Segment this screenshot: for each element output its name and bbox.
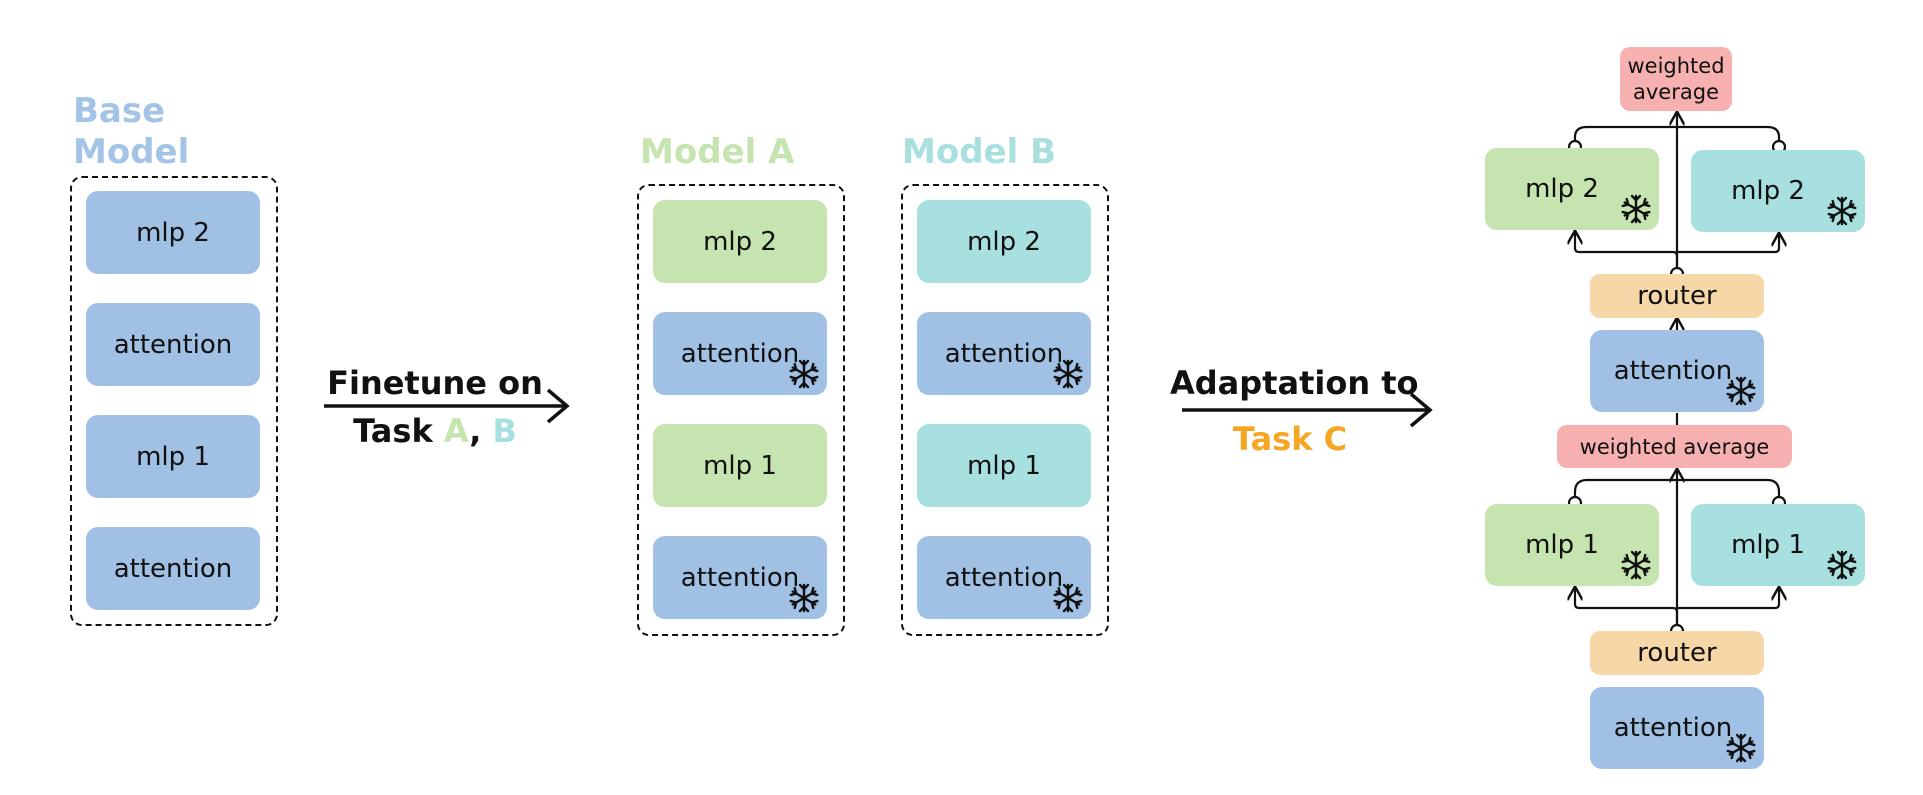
model-b-attention-bottom: attention [917, 536, 1091, 619]
weighted-average-label: weighted average [1627, 54, 1725, 104]
model-a-attention-bottom: attention [653, 536, 827, 619]
layer-label: mlp 2 [967, 226, 1041, 257]
model-a-title: Model A [640, 132, 795, 172]
router-bottom-to-mlp1-a [1575, 588, 1679, 626]
model-b-title: Model B [902, 132, 1056, 172]
weighted-average-mid: weighted average [1557, 425, 1792, 468]
model-a-mlp1: mlp 1 [653, 424, 827, 507]
layer-label: mlp 2 [1525, 174, 1599, 204]
layer-label: attention [944, 338, 1064, 369]
adaptation-label-task-c: Task C [1232, 420, 1348, 458]
layer-label: attention [680, 338, 800, 369]
base-layer-label: mlp 2 [136, 217, 210, 248]
task-a-letter: A [443, 412, 470, 450]
base-layer-mlp1: mlp 1 [86, 415, 260, 498]
layer-label: attention [680, 562, 800, 593]
model-a-mlp2: mlp 2 [653, 200, 827, 283]
base-layer-label: mlp 1 [136, 441, 210, 472]
layer-label: mlp 1 [1525, 530, 1599, 560]
router-bottom-to-mlp1-b [1677, 588, 1779, 610]
snowflake-icon [1825, 548, 1859, 582]
snowflake-icon [1619, 548, 1653, 582]
task-separator: , [469, 412, 493, 450]
adapted-mlp1-a: mlp 1 [1485, 504, 1659, 586]
task-b-letter: B [492, 412, 517, 450]
snowflake-icon [1051, 357, 1085, 391]
model-a-frame [637, 184, 845, 636]
snowflake-icon [787, 357, 821, 391]
router-top: router [1590, 274, 1764, 318]
weighted-average-label: weighted average [1579, 434, 1770, 459]
adapted-attention-bottom: attention [1590, 687, 1764, 769]
model-b-frame [901, 184, 1109, 636]
model-b-mlp2: mlp 2 [917, 200, 1091, 283]
router-label: router [1637, 638, 1717, 668]
base-layer-label: attention [113, 553, 233, 584]
layer-label: attention [1613, 713, 1733, 743]
router-label: router [1637, 281, 1717, 311]
weighted-average-top: weighted average [1620, 47, 1732, 111]
base-model-frame [70, 176, 278, 626]
mlp1-merge [1573, 478, 1781, 503]
adapted-attention-top: attention [1590, 330, 1764, 412]
adapted-mlp1-b: mlp 1 [1691, 504, 1865, 586]
layer-label: mlp 2 [703, 226, 777, 257]
layer-label: attention [1613, 356, 1733, 386]
model-a-attention-top: attention [653, 312, 827, 395]
layer-label: mlp 1 [703, 450, 777, 481]
finetune-arrow [324, 388, 570, 424]
task-word: Task [353, 412, 444, 450]
adapted-mlp2-a: mlp 2 [1485, 148, 1659, 230]
router-top-to-mlp2-a [1575, 232, 1679, 274]
base-model-title: Base Model [73, 91, 190, 172]
adaptation-label-line1: Adaptation to [1170, 364, 1419, 402]
snowflake-icon [787, 581, 821, 615]
finetune-label-line2: Task A, B [325, 412, 545, 450]
router-top-to-mlp2-b [1677, 234, 1779, 254]
base-layer-label: attention [113, 329, 233, 360]
finetune-label-line1: Finetune on [327, 364, 543, 402]
adapted-mlp2-b: mlp 2 [1691, 150, 1865, 232]
snowflake-icon [1619, 192, 1653, 226]
layer-label: mlp 1 [1731, 530, 1805, 560]
model-b-attention-top: attention [917, 312, 1091, 395]
base-layer-attention-top: attention [86, 303, 260, 386]
snowflake-icon [1724, 374, 1758, 408]
snowflake-icon [1051, 581, 1085, 615]
base-layer-attention-bottom: attention [86, 527, 260, 610]
base-layer-mlp2: mlp 2 [86, 191, 260, 274]
layer-label: attention [944, 562, 1064, 593]
layer-label: mlp 2 [1731, 176, 1805, 206]
mlp2-merge [1573, 125, 1781, 147]
model-b-mlp1: mlp 1 [917, 424, 1091, 507]
router-bottom: router [1590, 631, 1764, 675]
adaptation-arrow [1182, 392, 1433, 428]
snowflake-icon [1724, 731, 1758, 765]
layer-label: mlp 1 [967, 450, 1041, 481]
snowflake-icon [1825, 194, 1859, 228]
